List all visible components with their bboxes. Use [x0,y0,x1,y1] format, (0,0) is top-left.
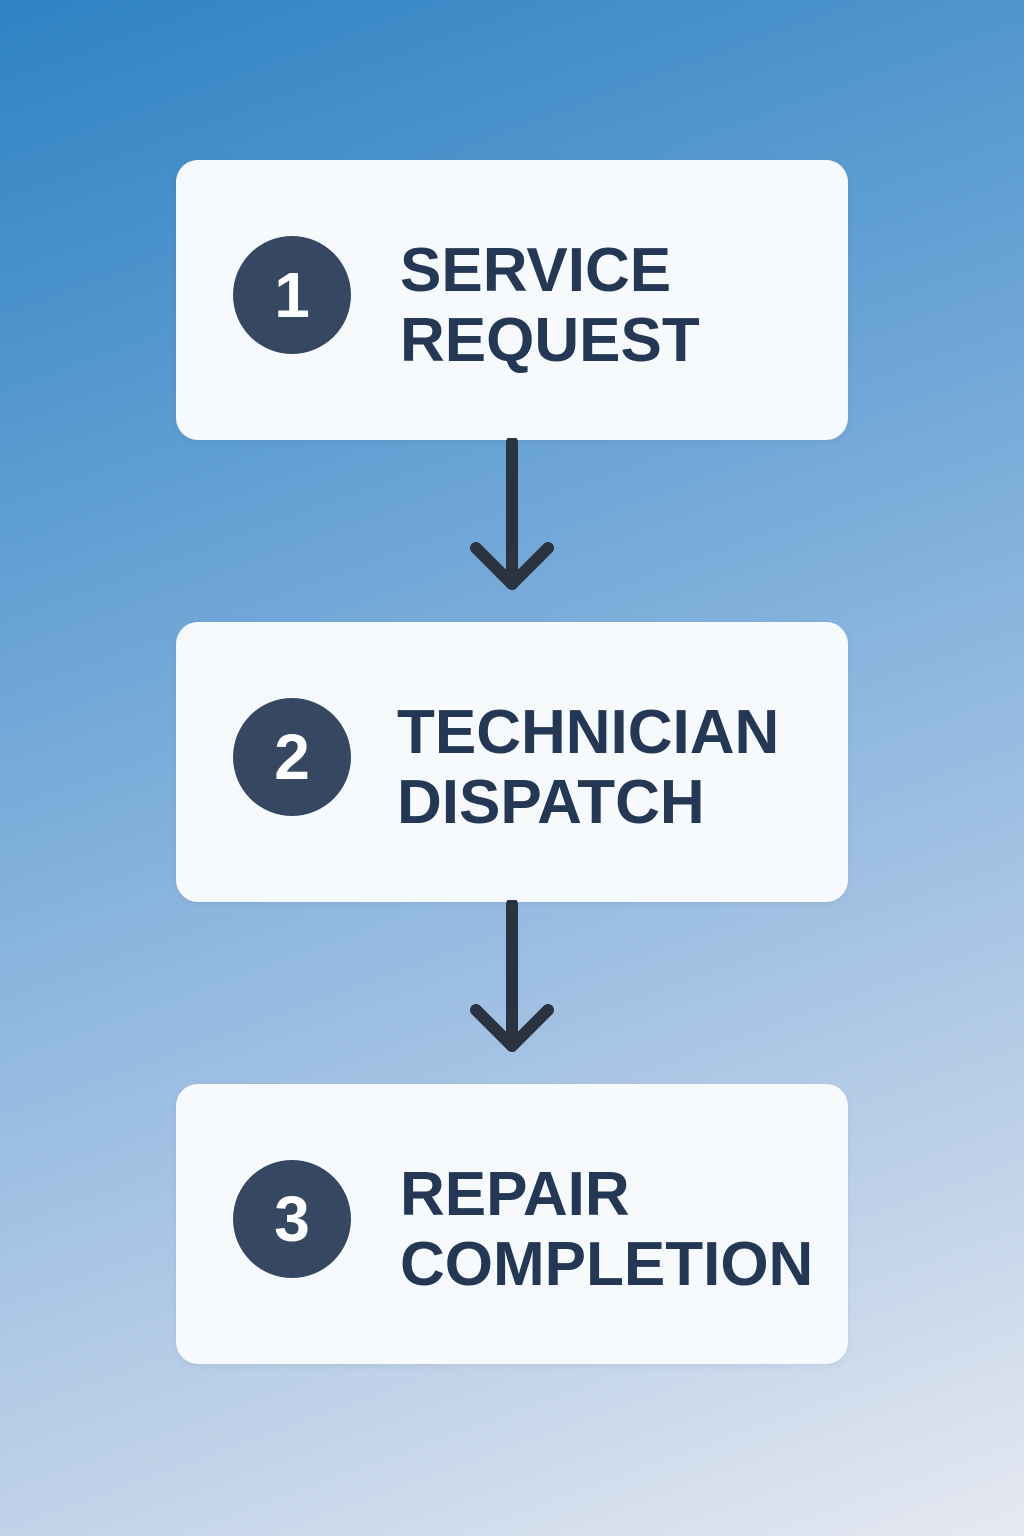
step-title: SERVICE REQUEST [400,236,840,376]
step-card-service-request: 1 SERVICE REQUEST [176,160,848,440]
step-title-line-2: DISPATCH [397,768,705,837]
step-card-repair-completion: 3 REPAIR COMPLETION [176,1084,848,1364]
step-number-badge: 1 [233,236,351,354]
step-title: REPAIR COMPLETION [400,1160,840,1300]
step-title-line-2: COMPLETION [400,1230,814,1299]
step-card-technician-dispatch: 2 TECHNICIAN DISPATCH [176,622,848,902]
arrow-down-icon [470,900,554,1052]
step-number-badge: 2 [233,698,351,816]
arrow-down-icon [470,438,554,590]
step-title: TECHNICIAN DISPATCH [397,698,837,838]
step-title-line-1: SERVICE [400,236,672,305]
step-title-line-1: REPAIR [400,1160,630,1229]
step-title-line-1: TECHNICIAN [397,698,780,767]
step-number-badge: 3 [233,1160,351,1278]
step-title-line-2: REQUEST [400,306,700,375]
